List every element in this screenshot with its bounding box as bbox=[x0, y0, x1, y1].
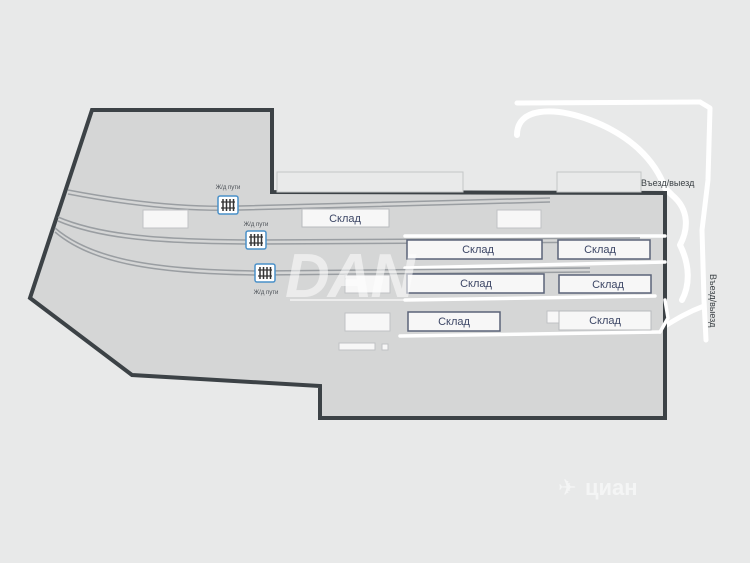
rail-line-2 bbox=[57, 216, 641, 241]
plot-6 bbox=[338, 342, 376, 351]
plot-5 bbox=[546, 310, 560, 324]
building-top-left bbox=[276, 171, 464, 193]
warehouse-4[interactable]: Склад bbox=[406, 273, 545, 294]
warehouse-6[interactable]: Склад bbox=[407, 311, 501, 332]
internal-road-3 bbox=[403, 294, 657, 302]
road-top-loop bbox=[514, 99, 703, 106]
rail-tracks-label: Ж/д пути bbox=[244, 222, 269, 228]
warehouse-2[interactable]: Склад bbox=[406, 239, 543, 260]
plot-3 bbox=[344, 274, 391, 294]
warehouse-label: Склад bbox=[329, 213, 361, 225]
warehouse-1[interactable]: Склад bbox=[301, 208, 390, 228]
rail-marker-1[interactable]: Ж/д пути bbox=[216, 185, 241, 215]
warehouse-label: Склад bbox=[592, 279, 624, 291]
rail-tracks-label: Ж/д пути bbox=[216, 185, 241, 191]
warehouse-label: Склад bbox=[584, 244, 616, 256]
rail-line-3b bbox=[54, 231, 591, 276]
rail-line-2b bbox=[57, 220, 641, 245]
internal-road-connector bbox=[658, 298, 670, 334]
cian-watermark-text: циан bbox=[585, 475, 638, 500]
entrance-label-side: Въезд/выезд bbox=[708, 274, 718, 328]
warehouse-label: Склад bbox=[462, 244, 494, 256]
internal-road-4 bbox=[398, 330, 662, 338]
entrance-label-top: Въезд/выезд bbox=[641, 178, 695, 188]
warehouse-5[interactable]: Склад bbox=[558, 274, 652, 294]
rail-track-icon bbox=[217, 195, 239, 215]
road-curve-entry bbox=[514, 108, 691, 303]
rail-marker-3[interactable]: Ж/д пути bbox=[254, 263, 279, 296]
dan-watermark-logo: DAN bbox=[285, 242, 440, 311]
warehouse-label: Склад bbox=[438, 316, 470, 328]
rail-marker-2[interactable]: Ж/д пути bbox=[244, 222, 269, 250]
building-top-right bbox=[556, 171, 642, 193]
rail-line-3 bbox=[54, 227, 591, 272]
warehouse-7[interactable]: Склад bbox=[558, 310, 652, 331]
internal-road-2 bbox=[403, 260, 667, 270]
plots bbox=[142, 209, 560, 351]
plot-1 bbox=[142, 209, 189, 229]
rail-track-icon bbox=[254, 263, 276, 283]
cian-watermark: ✈ циан bbox=[558, 475, 638, 500]
rail-tracks-label: Ж/д пути bbox=[254, 290, 279, 296]
plot-2 bbox=[496, 209, 542, 229]
warehouse-3[interactable]: Склад bbox=[557, 239, 651, 260]
warehouse-label: Склад bbox=[460, 278, 492, 290]
internal-roads bbox=[398, 234, 670, 338]
site-boundary bbox=[27, 108, 667, 420]
rail-track-icon bbox=[245, 230, 267, 250]
plot-4 bbox=[344, 312, 391, 332]
plot-7 bbox=[381, 343, 389, 351]
cian-watermark-icon: ✈ bbox=[558, 475, 576, 500]
warehouse-label: Склад bbox=[589, 315, 621, 327]
